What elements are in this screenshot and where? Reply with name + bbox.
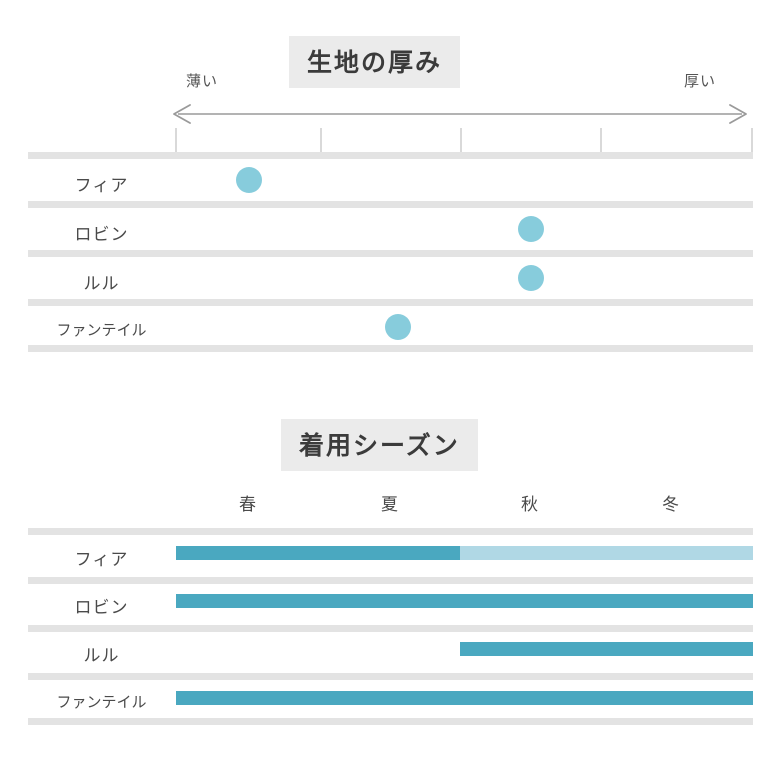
- chart1-marker-3: [385, 314, 411, 340]
- grid2-band-top: [28, 528, 753, 535]
- chart2-bar-3-full: [176, 691, 753, 705]
- chart1-row-label-1: ロビン: [74, 225, 129, 244]
- grid1-band-1: [28, 201, 753, 208]
- chart1-marker-2: [518, 265, 544, 291]
- tick-3: [460, 128, 462, 154]
- chart2-grid: 春 夏 秋 冬 フィア ロビン ルル ファンテイル: [28, 480, 753, 725]
- chart2-col-header-0: 春: [239, 495, 257, 514]
- chart2-row-label-0: フィア: [74, 550, 129, 569]
- chart1-marker-0: [236, 167, 262, 193]
- axis-label-thin: 薄い: [186, 73, 219, 90]
- chart1-marker-1: [518, 216, 544, 242]
- chart2-bar-0-full: [176, 546, 460, 560]
- chart2-col-header-2: 秋: [521, 495, 539, 514]
- chart2-bar-1-full: [176, 594, 753, 608]
- tick-5: [751, 128, 753, 154]
- tick-1: [175, 128, 177, 154]
- grid2-band-3: [28, 673, 753, 680]
- tick-2: [320, 128, 322, 154]
- chart2-bar-2-full: [460, 642, 753, 656]
- chart2-bar-0-partial: [460, 546, 753, 560]
- chart2-col-header-1: 夏: [381, 495, 399, 514]
- thickness-axis-arrow: [173, 104, 747, 124]
- chart2-title: 着用シーズン: [281, 419, 478, 471]
- chart2-col-header-3: 冬: [662, 495, 680, 514]
- chart2-row-label-1: ロビン: [74, 598, 129, 617]
- grid1-band-top: [28, 152, 753, 159]
- chart2-row-label-2: ルル: [83, 646, 120, 665]
- chart2-row-label-3: ファンテイル: [56, 694, 147, 711]
- grid1-band-3: [28, 299, 753, 306]
- axis-label-thick: 厚い: [684, 73, 717, 90]
- grid1-band-bot: [28, 345, 753, 352]
- chart1-row-label-0: フィア: [74, 176, 129, 195]
- tick-4: [600, 128, 602, 154]
- chart1-row-label-3: ファンテイル: [56, 322, 147, 339]
- chart1-row-label-2: ルル: [83, 274, 120, 293]
- grid2-band-1: [28, 577, 753, 584]
- chart1-title: 生地の厚み: [289, 36, 461, 88]
- grid2-band-bot: [28, 718, 753, 725]
- grid1-band-2: [28, 250, 753, 257]
- grid2-band-2: [28, 625, 753, 632]
- chart1-grid: フィア ロビン ルル ファンテイル: [28, 152, 753, 352]
